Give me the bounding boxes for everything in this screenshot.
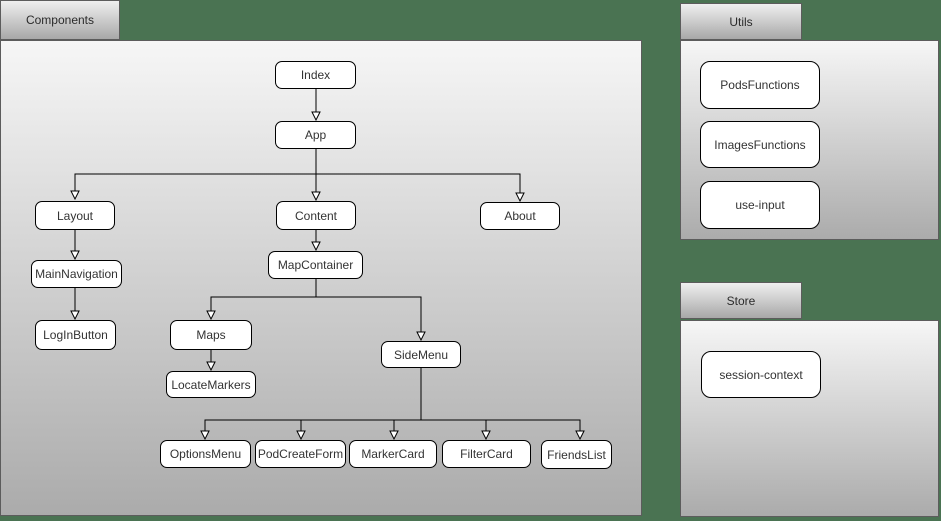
- node-mapcontainer[interactable]: MapContainer: [268, 251, 363, 279]
- node-sidemenu[interactable]: SideMenu: [381, 341, 461, 368]
- node-podsfunctions[interactable]: PodsFunctions: [700, 61, 820, 109]
- utils-group-title: Utils: [729, 14, 753, 29]
- store-group-title: Store: [726, 293, 756, 308]
- node-content[interactable]: Content: [276, 201, 356, 230]
- node-layout[interactable]: Layout: [35, 201, 115, 230]
- node-sessioncontext[interactable]: session-context: [701, 351, 821, 398]
- node-useinput[interactable]: use-input: [700, 181, 820, 229]
- node-app[interactable]: App: [275, 121, 356, 149]
- node-maps[interactable]: Maps: [170, 320, 252, 350]
- components-group-tab[interactable]: Components: [0, 0, 120, 40]
- node-about[interactable]: About: [480, 202, 560, 230]
- node-mainnavigation[interactable]: MainNavigation: [31, 260, 122, 288]
- store-group-body[interactable]: [680, 320, 939, 517]
- node-loginbutton[interactable]: LogInButton: [35, 320, 116, 350]
- components-group-title: Components: [25, 13, 95, 27]
- node-index[interactable]: Index: [275, 61, 356, 89]
- node-imagesfunctions[interactable]: ImagesFunctions: [700, 121, 820, 168]
- node-locatemarkers[interactable]: LocateMarkers: [166, 371, 256, 398]
- store-group-tab[interactable]: Store: [680, 282, 802, 319]
- node-podcreateform[interactable]: PodCreateForm: [255, 440, 346, 468]
- node-optionsmenu[interactable]: OptionsMenu: [160, 440, 251, 468]
- utils-group-tab[interactable]: Utils: [680, 3, 802, 40]
- node-friendslist[interactable]: FriendsList: [541, 440, 612, 469]
- node-filtercard[interactable]: FilterCard: [442, 440, 531, 468]
- node-markercard[interactable]: MarkerCard: [349, 440, 437, 468]
